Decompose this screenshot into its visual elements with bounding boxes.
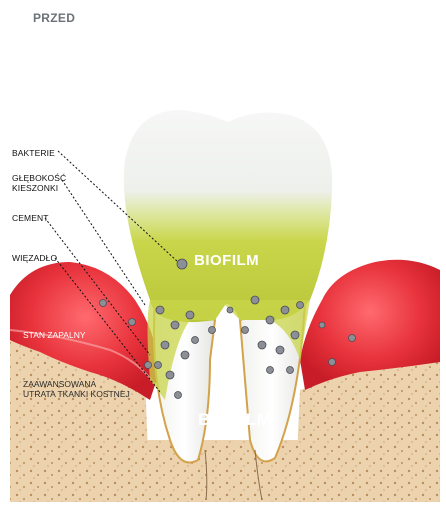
label-bacteria: BAKTERIE <box>12 148 55 158</box>
label-inflammation: STAN ZAPALNY <box>23 330 86 340</box>
label-pocket-depth-line1: GŁĘBOKOŚĆ <box>12 173 66 183</box>
bone-bottom <box>10 440 440 502</box>
label-bone-loss-line1: ZAAWANSOWANA <box>23 379 130 389</box>
label-bone-loss: ZAAWANSOWANA UTRATA TKANKI KOSTNEJ <box>23 379 130 399</box>
label-cement: CEMENT <box>12 213 49 223</box>
tooth-crown <box>124 110 332 322</box>
label-pocket-depth: GŁĘBOKOŚĆ KIESZONKI <box>12 173 66 193</box>
label-biofilm-top: BIOFILM <box>194 252 259 269</box>
label-pocket-depth-line2: KIESZONKI <box>12 183 66 193</box>
label-ligament: WIĘZADŁO <box>12 253 57 263</box>
label-biofilm-bottom: BIOFILM <box>198 410 271 430</box>
label-bone-loss-line2: UTRATA TKANKI KOSTNEJ <box>23 389 130 399</box>
